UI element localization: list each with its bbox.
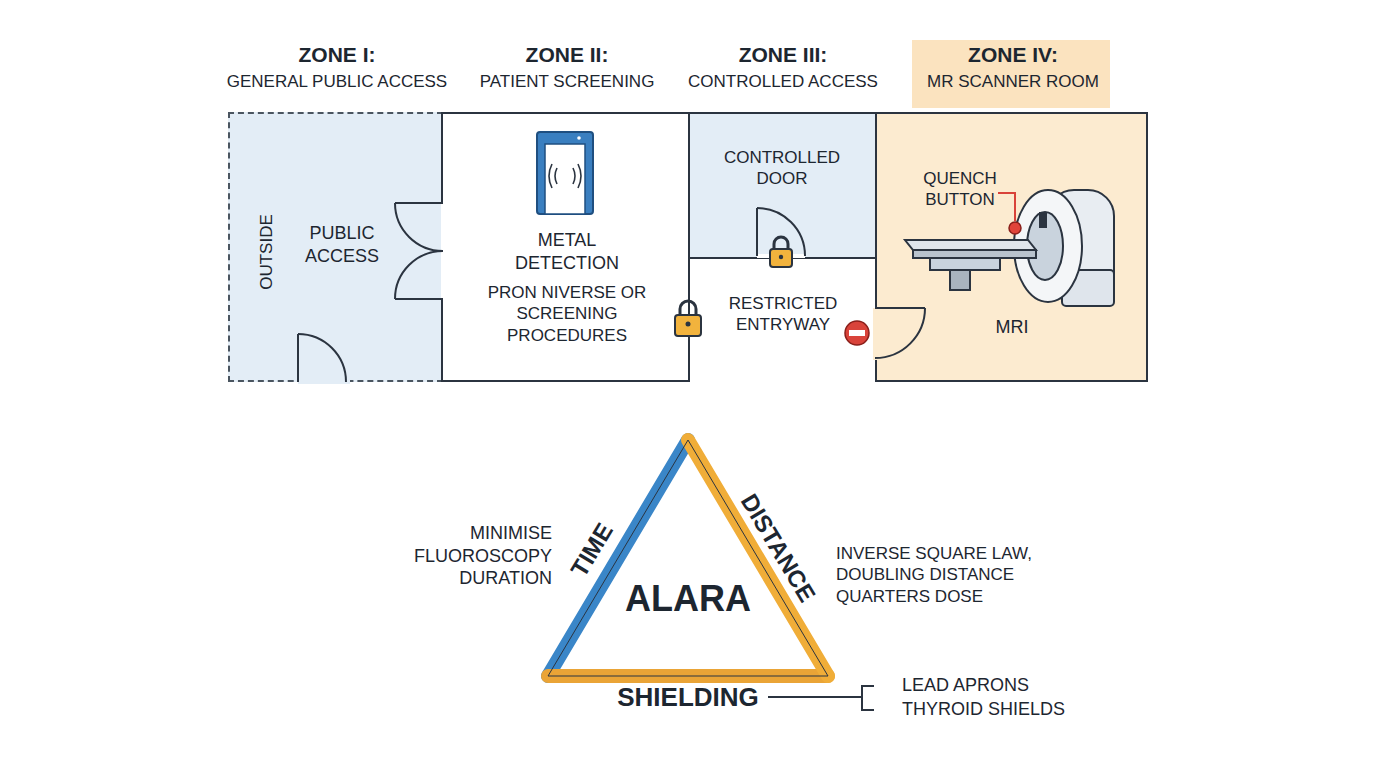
- mri-scanner: [905, 190, 1114, 306]
- door-symbol: [757, 208, 805, 256]
- padlock-icon: [770, 237, 792, 267]
- zone-subtitle: CONTROLLED ACCESS: [653, 71, 913, 92]
- zone-subtitle: MR SCANNER ROOM: [893, 71, 1133, 92]
- zone-subtitle: PATIENT SCREENING: [427, 71, 707, 92]
- sub-area-box: RESTRICTED ENTRYWAY: [690, 257, 875, 382]
- note-text: MINIMISE FLUOROSCOPY DURATION: [400, 522, 552, 590]
- side-label: SHIELDING: [617, 681, 759, 714]
- quench-leader: [998, 193, 1021, 234]
- area-label: PUBLIC ACCESS: [282, 222, 402, 267]
- triangle-title: ALARA: [603, 576, 773, 621]
- callout-label: QUENCH BUTTON: [895, 168, 1025, 211]
- no-entry-icon: [845, 321, 869, 345]
- zone-heading: ZONE I:: [197, 42, 477, 68]
- area-label: RESTRICTED ENTRYWAY: [708, 293, 858, 336]
- zone-heading: ZONE II:: [427, 42, 707, 68]
- padlock-icon: [675, 301, 701, 336]
- zone-heading: ZONE III:: [653, 42, 913, 68]
- area-label: METAL DETECTION: [487, 229, 647, 274]
- door-symbol: [395, 203, 443, 299]
- procedure-note: PRON NIVERSE OR SCREENING PROCEDURES: [472, 282, 662, 346]
- zone-box: ZONE III:CONTROLLED ACCESSCONTROLLED DOO…: [688, 112, 877, 382]
- bracket-item: THYROID SHIELDS: [902, 698, 1102, 721]
- note-text: INVERSE SQUARE LAW, DOUBLING DISTANCE QU…: [836, 543, 1071, 607]
- area-label: CONTROLLED DOOR: [712, 147, 852, 190]
- zone-subtitle: GENERAL PUBLIC ACCESS: [187, 71, 487, 92]
- equipment-label: MRI: [972, 316, 1052, 339]
- door-symbol: [875, 308, 925, 360]
- zone-heading: ZONE IV:: [893, 42, 1133, 68]
- zone-box: ZONE I:GENERAL PUBLIC ACCESSOUTSIDEPUBLI…: [228, 112, 443, 382]
- metal-detector-icon: [537, 132, 593, 214]
- door-symbol: [298, 334, 350, 382]
- shielding-bracket: [768, 686, 874, 710]
- area-label: OUTSIDE: [256, 214, 277, 290]
- zone-box: ZONE II:PATIENT SCREENINGMETAL DETECTION…: [441, 112, 690, 382]
- bracket-item: LEAD APRONS: [902, 674, 1102, 697]
- sub-area-box: CONTROLLED DOOR: [690, 114, 875, 257]
- zone-box: ZONE IV:MR SCANNER ROOMQUENCH BUTTONMRI: [875, 112, 1148, 382]
